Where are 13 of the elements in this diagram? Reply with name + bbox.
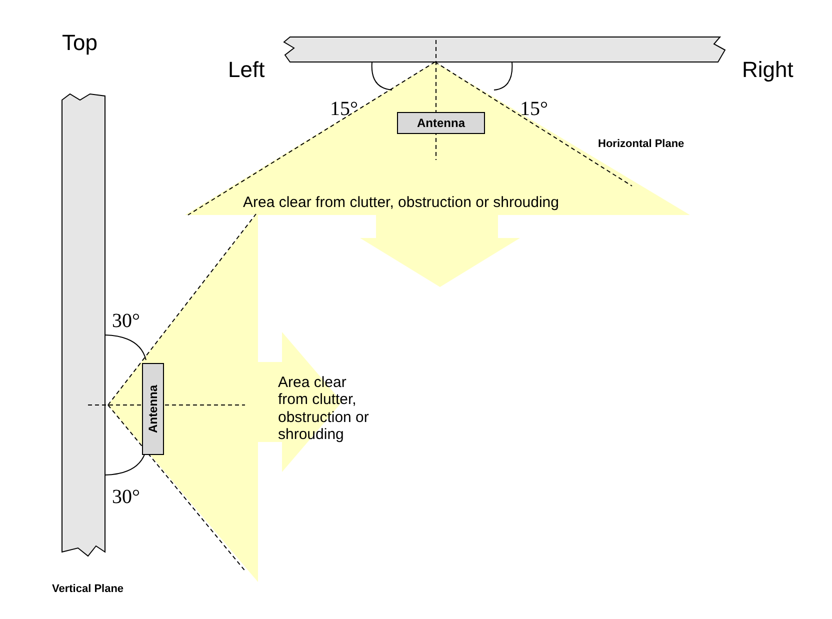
antenna-box: Antenna — [142, 363, 164, 455]
plane-label: Horizontal Plane — [598, 138, 684, 151]
angle-label: 15° — [520, 98, 548, 121]
angle-label: 15° — [330, 98, 358, 121]
angle-label: 30° — [112, 310, 140, 333]
side-label: Top — [62, 30, 98, 56]
side-label: Left — [228, 57, 265, 82]
area-label: Area clear from clutter, obstruction or shrouding — [243, 194, 559, 212]
side-label: Right — [742, 57, 794, 82]
plane-label: Vertical Plane — [52, 583, 124, 596]
angle-label: 30° — [112, 486, 140, 509]
area-label: Area clear from clutter, obstruction or shrouding — [278, 374, 370, 443]
antenna-box: Antenna — [397, 112, 485, 134]
